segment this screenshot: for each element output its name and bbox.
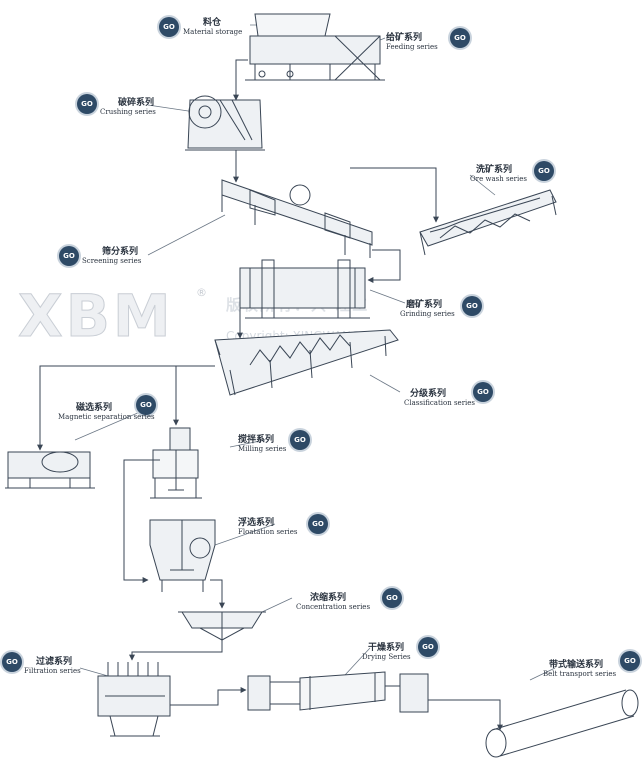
- grinding-go-button[interactable]: GO: [462, 296, 482, 316]
- grinding-zh: 磨矿系列: [406, 300, 443, 310]
- jaw-crusher: [185, 95, 265, 151]
- vibrating-screen: [221, 179, 373, 258]
- belt-zh: 带式输送系列: [549, 660, 604, 670]
- magnetic-en: Magnetic separation series: [58, 413, 155, 421]
- concentration-zh: 浓缩系列: [310, 593, 347, 603]
- ball-mill: [239, 259, 370, 319]
- floatation-zh: 浮选系列: [238, 518, 275, 528]
- leader-lines: [74, 24, 556, 681]
- crushing-en: Crushing series: [100, 108, 156, 116]
- milling-label: 搅拌系列 Milling series: [238, 432, 286, 453]
- screening-label: 筛分系列 Screening series: [82, 244, 141, 265]
- filtration-en: Filtration series: [24, 667, 81, 675]
- belt-en: Belt transport series: [543, 670, 617, 678]
- feeding-zh: 给矿系列: [386, 33, 423, 43]
- drying-go-button[interactable]: GO: [418, 637, 438, 657]
- milling-zh: 搅拌系列: [238, 435, 275, 445]
- concentration-en: Concentration series: [296, 603, 371, 611]
- magnetic-label: 磁选系列 Magnetic separation series: [58, 400, 155, 421]
- floatation-go-button[interactable]: GO: [308, 514, 328, 534]
- feeding-label: 给矿系列 Feeding series: [386, 30, 438, 51]
- thickener: [178, 611, 266, 641]
- material-storage-label: 料仓 Material storage: [183, 15, 242, 36]
- classification-label: 分级系列 Classification series: [404, 386, 475, 407]
- screening-go-button[interactable]: GO: [59, 246, 79, 266]
- belt-go-button[interactable]: GO: [620, 651, 640, 671]
- classification-en: Classification series: [404, 399, 476, 407]
- grinding-en: Grinding series: [400, 310, 455, 318]
- material-storage-hopper: [245, 13, 385, 81]
- crushing-go-button[interactable]: GO: [77, 94, 97, 114]
- concentration-go-button[interactable]: GO: [382, 588, 402, 608]
- screening-zh: 筛分系列: [102, 247, 139, 257]
- grinding-label: 磨矿系列 Grinding series: [400, 297, 455, 318]
- rotary-dryer: [247, 671, 429, 713]
- floatation-en: Floatation series: [238, 528, 298, 536]
- crushing-zh: 破碎系列: [118, 98, 155, 108]
- screening-en: Screening series: [82, 257, 142, 265]
- ore-wash-zh: 洗矿系列: [476, 165, 513, 175]
- magnetic-zh: 磁选系列: [76, 403, 113, 413]
- classification-zh: 分级系列: [410, 389, 447, 399]
- flotation-cell: [149, 519, 216, 592]
- agitation-tank: [150, 427, 202, 499]
- ore-wash-label: 洗矿系列 Ore wash series: [470, 162, 527, 183]
- crushing-label: 破碎系列 Crushing series: [100, 95, 156, 116]
- magnetic-separator: [5, 451, 95, 489]
- ore-wash-go-button[interactable]: GO: [534, 161, 554, 181]
- drying-label: 干燥系列 Drying Series: [362, 640, 411, 661]
- drying-zh: 干燥系列: [368, 643, 405, 653]
- feeding-go-button[interactable]: GO: [450, 28, 470, 48]
- concentration-label: 浓缩系列 Concentration series: [296, 590, 370, 611]
- filter-press: [97, 662, 171, 737]
- classification-go-button[interactable]: GO: [473, 382, 493, 402]
- belt-conveyor: [485, 689, 639, 758]
- spiral-classifier: [214, 329, 399, 396]
- filtration-label: 过滤系列 Filtration series: [24, 654, 81, 675]
- material-storage-zh: 料仓: [203, 18, 222, 28]
- filtration-go-button[interactable]: GO: [2, 652, 22, 672]
- milling-en: Milling series: [238, 445, 287, 453]
- drying-en: Drying Series: [362, 653, 411, 661]
- feeding-en: Feeding series: [386, 43, 438, 51]
- floatation-label: 浮选系列 Floatation series: [238, 515, 298, 536]
- ore-wash-en: Ore wash series: [470, 175, 527, 183]
- ore-washer: [419, 189, 557, 256]
- magnetic-go-button[interactable]: GO: [136, 395, 156, 415]
- material-storage-en: Material storage: [183, 28, 243, 36]
- belt-label: 带式输送系列 Belt transport series: [543, 657, 616, 678]
- material-storage-go-button[interactable]: GO: [159, 17, 179, 37]
- flow-arrows: [37, 59, 503, 731]
- milling-go-button[interactable]: GO: [290, 430, 310, 450]
- filtration-zh: 过滤系列: [36, 657, 73, 667]
